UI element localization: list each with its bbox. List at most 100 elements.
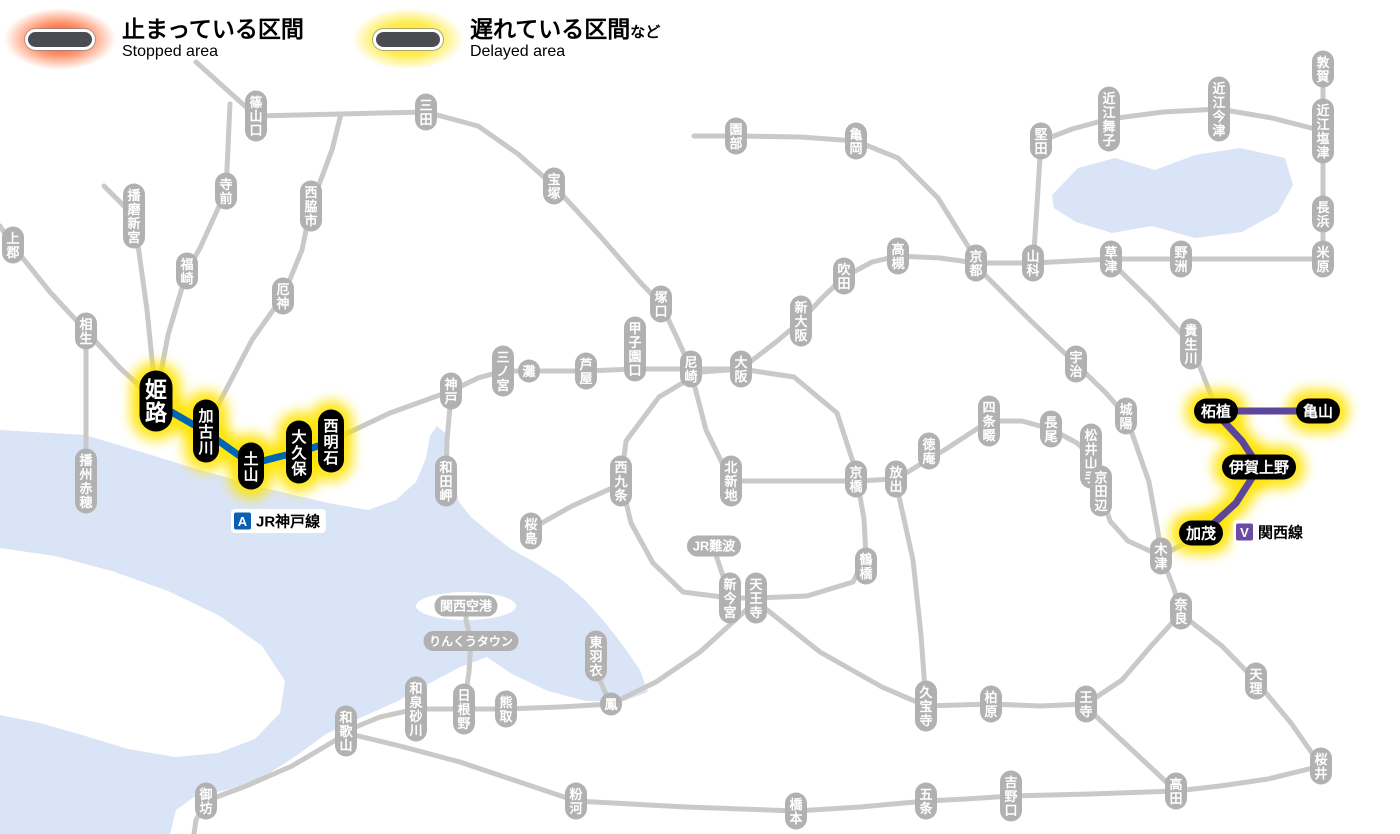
station-name: 三ノ宮 [496,350,509,393]
station-shape [1312,50,1334,88]
station-shape [1098,86,1120,152]
station-pill: 大阪 [730,350,752,388]
station-pill: 園部 [725,117,747,155]
rail-line [753,598,1184,709]
station-pill: 長浜 [1312,195,1334,233]
station-name: 宇治 [1069,350,1082,379]
station-shape [1222,454,1296,480]
station-shape [193,399,219,463]
station-name: 吉野口 [1004,775,1017,818]
station-pill: 野洲 [1170,240,1192,278]
station-shape [2,226,24,264]
station-pill: 熊取 [495,690,517,728]
station-pill: 吉野口 [1000,770,1022,822]
station-shape [492,345,514,397]
station-pill: 播州赤穂 [75,448,97,514]
station-shape [785,792,807,830]
station-shape [215,172,237,210]
station-pill-highlight: 亀山 [1296,398,1340,424]
station-shape [1100,240,1122,278]
station-pill: 京橋 [845,460,867,498]
station-name: 尼崎 [684,355,697,384]
station-pill: 山科 [1022,244,1044,282]
station-pill-highlight: 加茂 [1179,520,1223,546]
station-shape [335,705,357,757]
station-shape [1245,662,1267,700]
station-pill: 鳳 [600,692,622,716]
rail-line [191,731,349,834]
station-name: 天王寺 [749,577,763,620]
station-name: 播州赤穂 [78,453,93,510]
line-label-text: 関西線 [1258,523,1303,541]
station-pill: 長尾 [1040,410,1062,448]
station-pill: 芦屋 [575,352,597,390]
station-shape [1179,520,1223,546]
rail-line [688,369,859,484]
station-pill: 三田 [415,93,437,131]
station-pill-highlight: 西明石 [318,409,344,473]
station-shape [725,117,747,155]
station-name: 西脇市 [304,185,317,228]
station-pill: 近江塩津 [1312,98,1334,164]
station-name: 園部 [729,122,742,151]
station-pill: 高田 [1165,772,1187,810]
station-pill: 草津 [1100,240,1122,278]
station-shape [845,460,867,498]
station-name: 大久保 [290,428,307,478]
station-name: 草津 [1104,245,1117,274]
station-pill: 王寺 [1075,685,1097,723]
station-pill-highlight: 加古川 [193,399,219,463]
station-name: 塚口 [654,290,667,319]
station-pill: 粉河 [565,782,587,820]
station-name: 野洲 [1174,245,1187,274]
station-name: 長尾 [1044,415,1058,444]
station-name: 鳳 [604,697,617,712]
station-name: 御坊 [198,787,212,816]
station-name: 上郡 [5,231,19,260]
station-name: 寺前 [219,177,232,206]
station-name: 加茂 [1185,524,1216,542]
station-shape [575,352,597,390]
station-shape [75,312,97,350]
station-shape [1115,397,1137,435]
station-name: 灘 [522,364,535,379]
station-shape [435,455,457,507]
station-pill: 京都 [965,244,987,282]
station-pill: 東羽衣 [585,630,607,682]
station-shape [1296,398,1340,424]
station-name: 土山 [243,450,258,484]
station-name: 厄神 [276,282,289,311]
legend-stopped-title: 止まっている区間 [122,15,304,42]
station-shape [272,277,294,315]
station-pill: 敦賀 [1312,50,1334,88]
station-pill-highlight: 土山 [238,442,264,490]
station-shape [745,572,767,624]
station-shape [965,244,987,282]
station-pill: 塚口 [650,285,672,323]
station-name: 和泉砂川 [408,681,423,738]
station-name: 近江舞子 [1101,91,1115,148]
station-pill: 日根野 [453,683,475,735]
station-shape [915,680,937,732]
station-name: 桜井 [1314,752,1327,781]
legend-stopped-text: 止まっている区間 Stopped area [122,15,304,61]
station-pill: 京田辺 [1090,465,1112,517]
station-shape [434,595,498,617]
line-badge [1236,523,1253,541]
station-shape [440,372,462,410]
station-shape [855,547,877,585]
rail-line [101,183,159,402]
station-pill-highlight: 姫路 [139,370,173,432]
station-name: 三田 [419,98,432,127]
station-shape [680,350,702,388]
station-pill: 篠山口 [245,90,267,142]
station-name: 米原 [1316,245,1330,274]
stopped-line-bar [25,28,95,50]
station-shape [845,122,867,160]
station-shape [980,685,1002,723]
station-shape [585,630,607,682]
station-name: 堅田 [1034,127,1047,156]
station-pill: 桜島 [520,512,542,550]
station-name: 柏原 [984,690,997,719]
